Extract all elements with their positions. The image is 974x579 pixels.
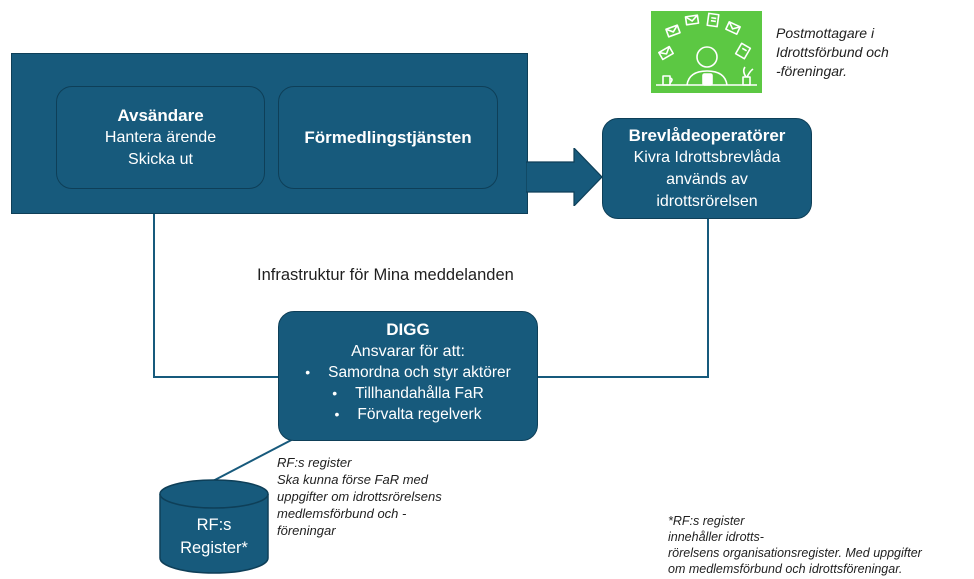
digg-bullet-1: • Samordna och styr aktörer [305,362,511,383]
mailbox-operator-box: Brevlådeoperatörer Kivra Idrottsbrevlåda… [602,118,812,219]
digg-subtitle: Ansvarar för att: [351,343,465,360]
operator-line-1: Kivra Idrottsbrevlåda [633,149,781,166]
person-body-icon [686,70,728,86]
operator-line-3: idrottsrörelsen [656,193,758,210]
recipient-caption-line-2: Idrottsförbund och [776,44,889,60]
database-label-line-2: Register* [180,539,248,557]
digg-bullet-2: • Tillhandahålla FaR [332,383,484,404]
footnote-line-2: innehåller idrotts- [668,530,764,544]
database-label-line-1: RF:s [196,516,232,534]
recipient-caption-line-1: Postmottagare i [776,25,875,41]
register-caption-line-1: RF:s register [277,455,352,470]
arrow-to-operator [526,148,603,206]
envelope-icon [725,21,741,35]
connector-right-vertical [707,218,709,378]
connector-right-horizontal [536,376,709,378]
digg-title: DIGG [386,320,430,339]
phone-icon [702,73,713,86]
connector-left-horizontal [153,376,281,378]
forwarding-service-box: Förmedlingstjänsten [278,86,498,189]
register-caption-line-5: föreningar [277,523,336,538]
footnote-line-1: *RF:s register [668,514,745,528]
person-head-icon [696,46,718,68]
database-label: RF:s Register* [158,514,270,560]
sender-box: Avsändare Hantera ärende Skicka ut [56,86,265,189]
envelope-icon [684,14,700,26]
digg-bullet-text-3: Förvalta regelverk [357,406,482,423]
digg-bullet-text-1: Samordna och styr aktörer [328,364,511,381]
recipient-illustration [651,11,762,93]
footnote-line-4: om medlemsförbund och idrottsföreningar. [668,562,903,576]
digg-bullet-3: • Förvalta regelverk [335,404,482,425]
footnote: *RF:s register innehåller idrotts- rörel… [668,513,972,577]
digg-bullet-text-2: Tillhandahålla FaR [355,385,484,402]
digg-box: DIGG Ansvarar för att: • Samordna och st… [278,311,538,441]
envelope-icon [734,42,752,60]
register-caption: RF:s register Ska kunna förse FaR med up… [277,454,507,539]
bullet-icon: • [334,406,340,422]
sender-line-1: Hantera ärende [104,129,217,146]
recipient-caption-line-3: -föreningar. [776,63,848,79]
footnote-line-3: rörelsens organisationsregister. Med upp… [668,546,922,560]
sender-title: Avsändare [117,106,204,125]
forwarding-title: Förmedlingstjänsten [304,128,472,147]
sender-line-2: Skicka ut [128,151,193,168]
register-caption-line-4: medlemsförbund och - [277,506,407,521]
connector-left-vertical [153,214,155,378]
bullet-icon: • [305,364,311,380]
envelope-icon [706,12,720,28]
register-caption-line-2: Ska kunna förse FaR med [277,472,429,487]
operator-title: Brevlådeoperatörer [628,126,786,145]
infrastructure-label: Infrastruktur för Mina meddelanden [257,266,514,284]
bullet-icon: • [332,385,338,401]
register-caption-line-3: uppgifter om idrottsrörelsens [277,489,442,504]
operator-line-2: används av [666,171,748,188]
envelope-icon [658,45,674,61]
plant-icon [742,76,751,86]
cup-icon [662,75,671,86]
envelope-icon [665,24,681,38]
database-cylinder [159,479,269,574]
recipient-caption: Postmottagare i Idrottsförbund och -före… [776,24,966,81]
